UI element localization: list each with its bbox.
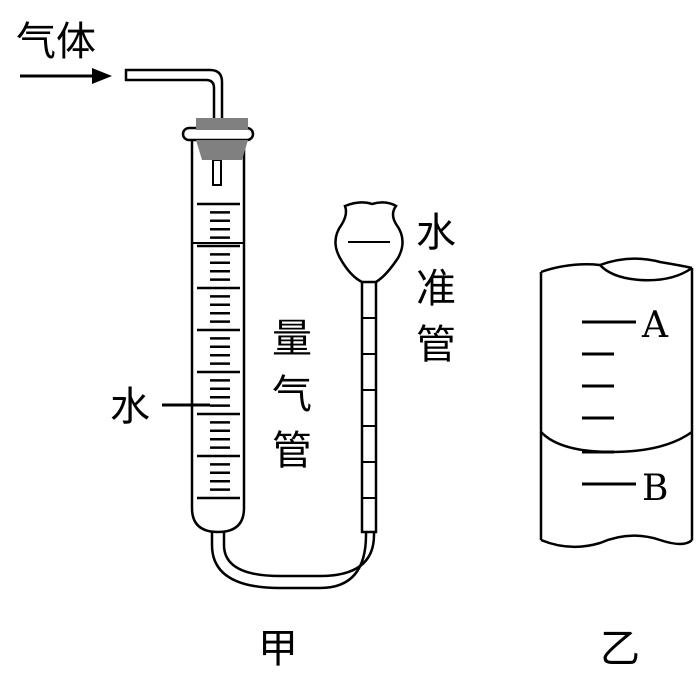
leveling-tube-stem <box>360 268 378 534</box>
water-label: 水 <box>110 384 150 430</box>
level-tube-label-2: 准 <box>416 266 456 312</box>
cylinder-top <box>540 257 693 274</box>
apparatus-jia <box>20 68 404 590</box>
apparatus-yi <box>539 257 694 549</box>
mark-a-label: A <box>641 305 669 346</box>
connecting-hose <box>210 528 368 590</box>
rubber-stopper <box>196 118 248 130</box>
rubber-stopper-lower <box>196 140 248 160</box>
mark-b-label: B <box>642 468 668 509</box>
connecting-hose-inner <box>222 528 376 578</box>
level-tube-label-1: 水 <box>416 210 456 256</box>
gas-tube-label-2: 气 <box>272 372 312 418</box>
gas-tube-label-3: 管 <box>272 428 312 474</box>
figure-jia-caption: 甲 <box>258 626 298 672</box>
cylinder-top-inner <box>599 264 693 282</box>
gas-tube-label-1: 量 <box>272 316 312 362</box>
cylinder-bottom <box>540 534 693 549</box>
gas-measuring-tube <box>190 138 246 534</box>
inner-tube <box>212 159 222 186</box>
figure-yi-caption: 乙 <box>600 626 640 672</box>
leveling-tube-scale <box>363 317 375 499</box>
gas-label: 气体 <box>16 19 96 65</box>
level-tube-label-3: 管 <box>416 322 456 368</box>
gas-arrow <box>20 68 112 84</box>
meniscus <box>540 430 693 454</box>
gas-tube-scale <box>197 202 240 500</box>
inlet-pipe <box>124 68 224 128</box>
